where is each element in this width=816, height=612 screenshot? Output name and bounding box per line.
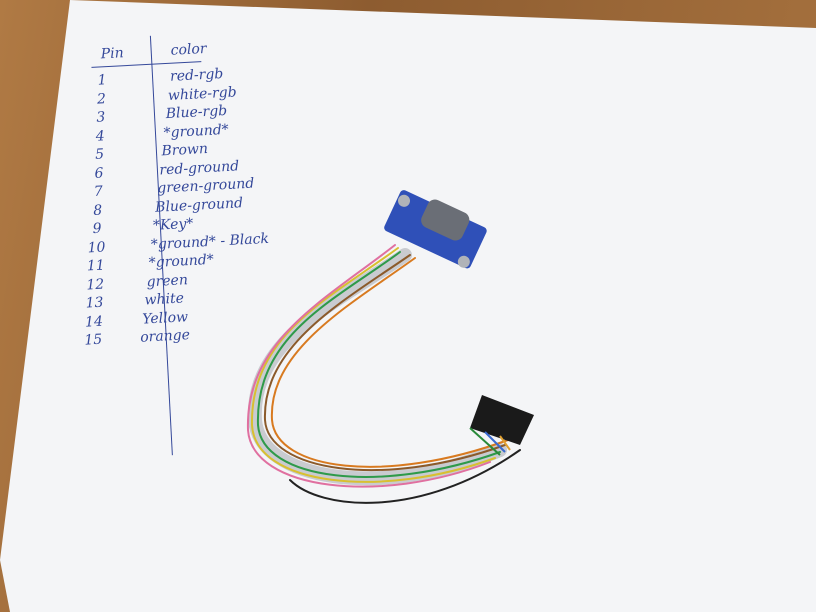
wire-bundle — [246, 244, 521, 504]
header-connector — [469, 395, 534, 456]
db15-connector — [384, 190, 487, 269]
